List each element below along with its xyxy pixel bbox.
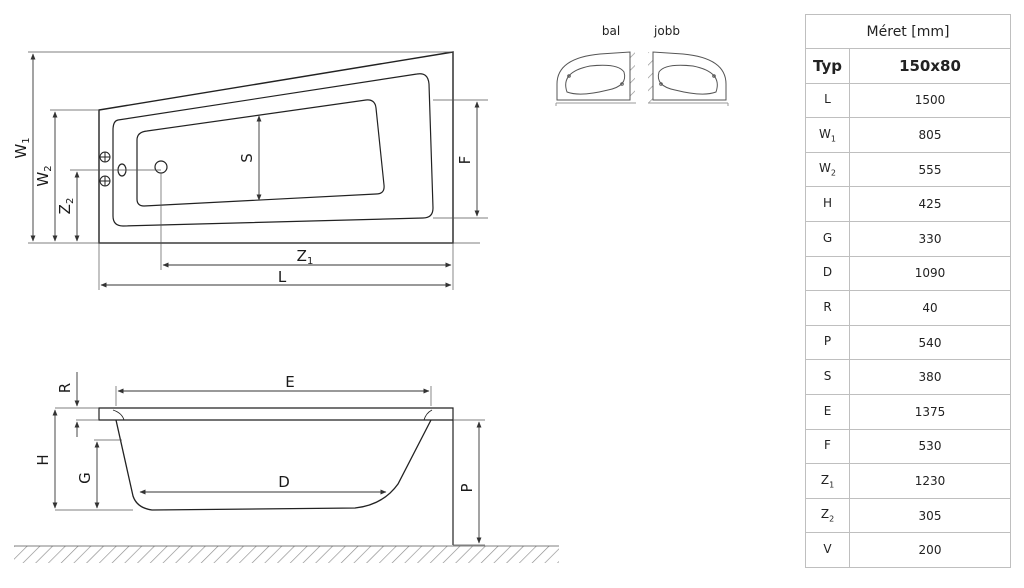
tub-rim-outline — [112, 73, 434, 227]
drain-icon — [154, 160, 168, 174]
dimension-value: 1500 — [849, 82, 1011, 119]
dimension-key: L — [805, 82, 850, 119]
dimension-value: 1230 — [849, 463, 1011, 499]
dimension-value: 305 — [849, 497, 1011, 534]
dimension-key: Z2 — [805, 497, 850, 534]
tub-outer-outline — [98, 51, 454, 244]
dimension-key: D — [805, 255, 850, 292]
label-d: D — [278, 473, 290, 491]
label-s: S — [238, 153, 256, 163]
dimension-value: 200 — [849, 532, 1011, 568]
dimension-key: W2 — [805, 151, 850, 188]
tub-rim-profile — [98, 407, 454, 421]
label-z1: Z1 — [297, 247, 314, 267]
top-view — [28, 51, 488, 290]
tap-fitting-icon — [99, 151, 111, 187]
dimension-key: E — [805, 393, 850, 430]
dimension-value: 805 — [849, 117, 1011, 153]
dimension-key: Z1 — [805, 463, 850, 499]
side-view — [14, 372, 559, 563]
label-z2: Z2 — [56, 198, 76, 215]
dimension-key: R — [805, 290, 850, 326]
label-f: F — [456, 156, 474, 165]
dimension-key: F — [805, 428, 850, 465]
dimension-key: W1 — [805, 117, 850, 153]
label-w2: W2 — [34, 165, 54, 186]
orientation-left-icon — [555, 51, 636, 106]
type-value: 150x80 — [849, 48, 1011, 84]
tub-basin-outline — [136, 99, 385, 207]
label-w1: W1 — [12, 137, 32, 158]
label-h: H — [34, 454, 52, 465]
label-r: R — [56, 383, 74, 393]
dimension-value: 555 — [849, 151, 1011, 188]
label-p: P — [458, 483, 476, 492]
dimension-key: V — [805, 532, 850, 568]
floor-hatch — [14, 546, 559, 563]
dimension-value: 425 — [849, 186, 1011, 222]
dimension-key: H — [805, 186, 850, 222]
table-header: Méret [mm] — [805, 14, 1011, 49]
technical-drawing: W1 W2 Z2 S F Z1 L — [12, 24, 729, 563]
dimension-value: 330 — [849, 220, 1011, 257]
tub-body-profile — [115, 419, 432, 511]
dimension-key: S — [805, 359, 850, 395]
dimension-value: 1375 — [849, 393, 1011, 430]
orientation-right-icon — [648, 51, 729, 106]
type-key: Typ — [805, 48, 850, 84]
label-l: L — [278, 268, 287, 286]
label-g: G — [76, 472, 94, 484]
dimension-value: 540 — [849, 324, 1011, 361]
label-jobb: jobb — [653, 24, 680, 38]
label-e: E — [285, 373, 294, 391]
dimension-value: 40 — [849, 290, 1011, 326]
dimension-key: P — [805, 324, 850, 361]
dimension-value: 1090 — [849, 255, 1011, 292]
tub-inner-profile — [112, 409, 433, 421]
dimension-value: 380 — [849, 359, 1011, 395]
dimension-key: G — [805, 220, 850, 257]
dimension-value: 530 — [849, 428, 1011, 465]
label-bal: bal — [602, 24, 620, 38]
